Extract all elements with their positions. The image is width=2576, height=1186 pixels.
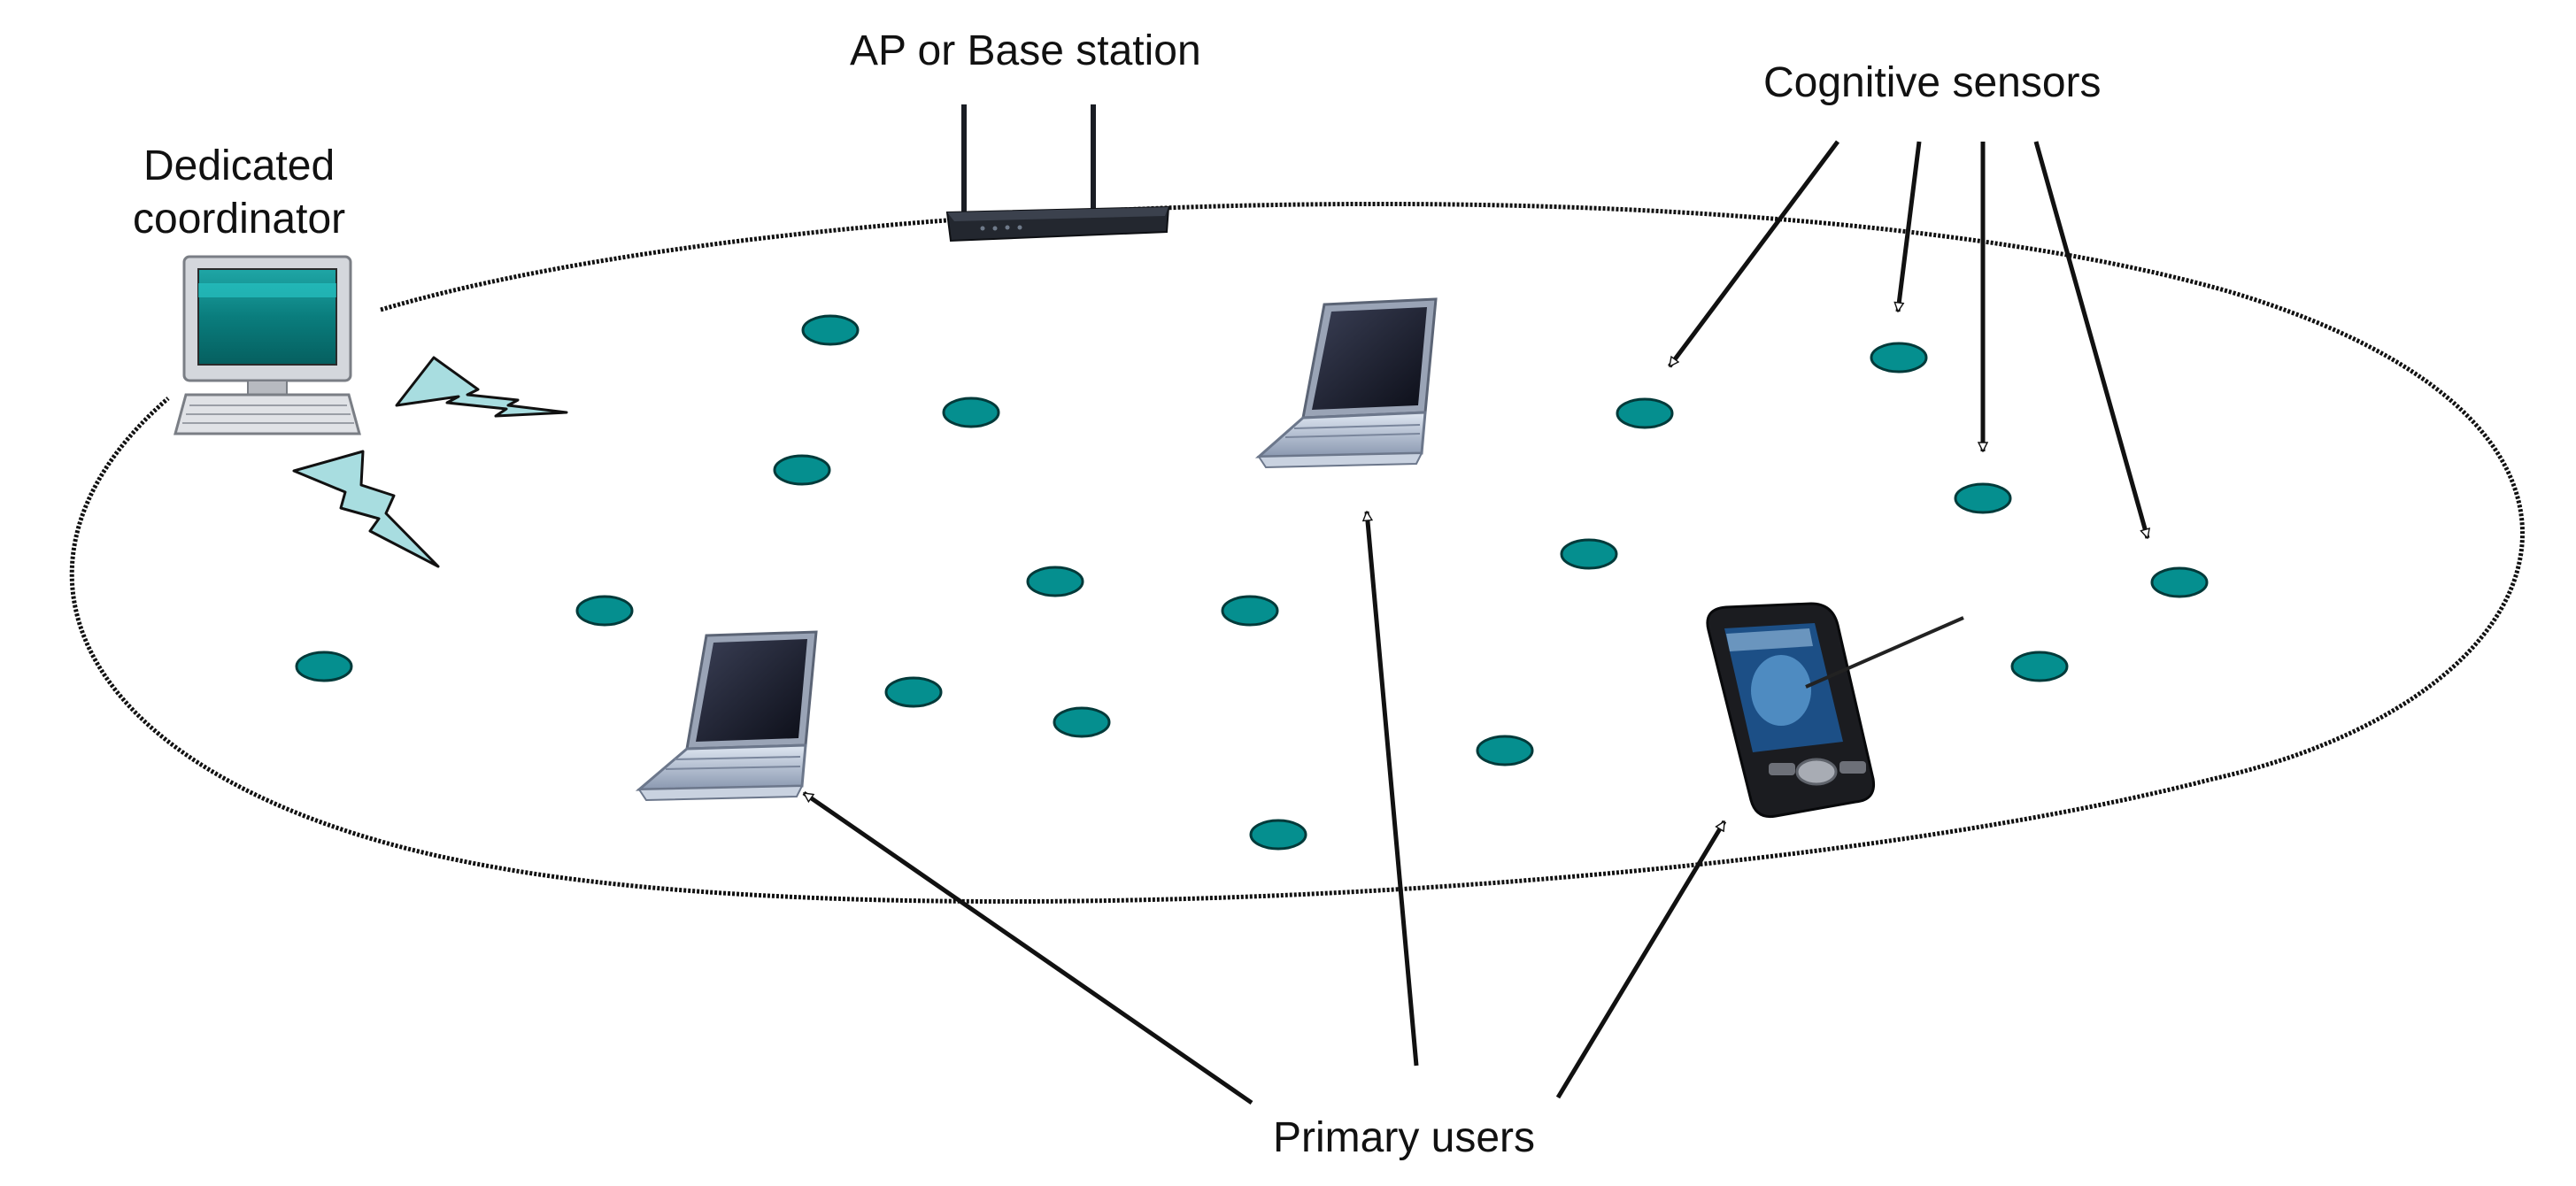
wireless-link-bolts: [292, 356, 568, 568]
sensor-node: [773, 454, 831, 486]
ap-base-station-label: AP or Base station: [850, 27, 1201, 74]
cognitive-sensor-arrows: [1667, 140, 2148, 538]
primary-user-arrows: [802, 512, 1727, 1105]
cognitive-sensors-label: Cognitive sensors: [1763, 59, 2102, 106]
cognitive-sensor-nodes: [295, 314, 2209, 851]
sensor-node: [1221, 595, 1279, 627]
sensor-node: [2010, 651, 2069, 682]
pointer-arrow: [1667, 140, 1840, 368]
sensor-node: [575, 595, 634, 627]
desktop-computer-icon: [174, 255, 361, 435]
sensor-node: [1870, 342, 1928, 374]
pointer-arrow: [1555, 821, 1727, 1099]
coverage-area-ellipse: [69, 201, 2525, 905]
lightning-bolt-icon: [395, 356, 568, 418]
pointer-arrow: [802, 790, 1253, 1105]
sensor-node: [884, 676, 943, 708]
sensor-node: [1026, 566, 1084, 597]
sensor-node: [2150, 566, 2209, 598]
smartphone-icon: [1706, 602, 1964, 819]
sensor-node: [1053, 706, 1111, 738]
sensor-node: [295, 651, 353, 682]
sensor-node: [1616, 397, 1674, 429]
sensor-node: [801, 314, 860, 346]
sensor-node: [1476, 735, 1534, 766]
wireless-router-icon: [945, 104, 1170, 243]
pointer-arrow: [1367, 512, 1419, 1067]
pointer-arrow: [1898, 141, 1922, 312]
pointer-arrow: [2033, 141, 2148, 538]
lightning-bolt-icon: [292, 450, 440, 568]
laptop-icon: [1254, 297, 1438, 469]
primary-users-label: Primary users: [1273, 1114, 1536, 1161]
sensor-node: [1954, 482, 2012, 514]
sensor-node: [1560, 538, 1618, 570]
dedicated-coordinator-label: Dedicated coordinator: [133, 142, 346, 243]
laptop-icon: [635, 630, 818, 802]
sensor-node: [942, 397, 1000, 428]
sensor-node: [1249, 819, 1307, 851]
